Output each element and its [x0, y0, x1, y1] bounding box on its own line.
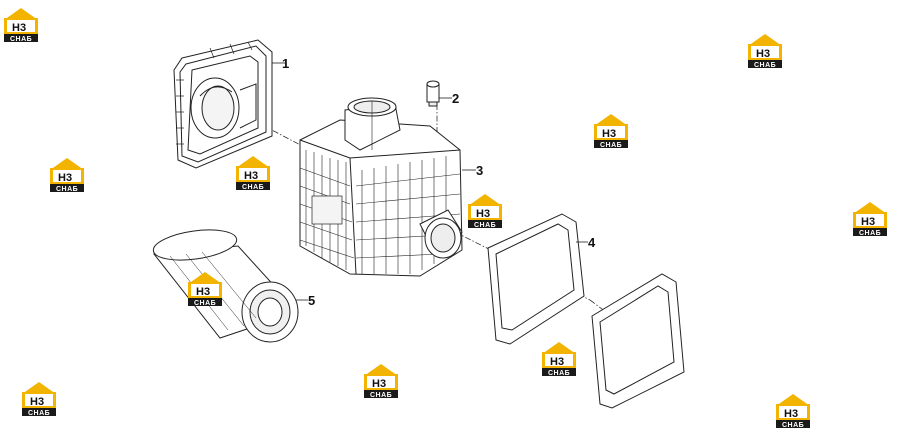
svg-text:СНАБ: СНАБ: [28, 410, 50, 417]
callout-labels: 1 2 3 4 5: [282, 56, 596, 308]
svg-text:СНАБ: СНАБ: [474, 222, 496, 229]
watermark-logo: H3 СНАБ: [22, 382, 56, 417]
svg-text:СНАБ: СНАБ: [194, 300, 216, 307]
part-4-gaskets: [487, 213, 685, 409]
part-2-plug: [426, 80, 452, 107]
part-1-housing-cover: [173, 39, 286, 169]
svg-text:СНАБ: СНАБ: [56, 186, 78, 193]
svg-text:H3: H3: [12, 22, 26, 34]
svg-text:H3: H3: [756, 48, 770, 60]
callout-2: 2: [452, 91, 459, 106]
svg-text:СНАБ: СНАБ: [754, 62, 776, 69]
svg-text:H3: H3: [861, 216, 875, 228]
watermark-logo: H3 СНАБ: [776, 394, 810, 429]
svg-text:СНАБ: СНАБ: [10, 36, 32, 43]
svg-text:СНАБ: СНАБ: [370, 392, 392, 399]
watermark-logo: H3 СНАБ: [236, 156, 270, 191]
watermark-logo: H3 СНАБ: [50, 158, 84, 193]
svg-text:СНАБ: СНАБ: [859, 230, 881, 237]
watermark-logo: H3 СНАБ: [4, 8, 38, 43]
svg-text:H3: H3: [784, 408, 798, 420]
callout-4: 4: [588, 235, 596, 250]
svg-text:H3: H3: [372, 378, 386, 390]
svg-text:H3: H3: [244, 170, 258, 182]
watermark-logo: H3 СНАБ: [364, 364, 398, 399]
watermark-logo: H3 СНАБ: [468, 194, 502, 229]
svg-text:H3: H3: [550, 356, 564, 368]
callout-3: 3: [476, 163, 483, 178]
watermark-logo: H3 СНАБ: [188, 272, 222, 307]
svg-text:H3: H3: [602, 128, 616, 140]
svg-text:H3: H3: [476, 208, 490, 220]
watermarks: H3 СНАБ H3 СНАБ H3 СНАБ H3 СНАБ H3 СНАБ …: [4, 8, 887, 429]
svg-text:H3: H3: [196, 286, 210, 298]
watermark-logo: H3 СНАБ: [594, 114, 628, 149]
watermark-logo: H3 СНАБ: [748, 34, 782, 69]
svg-text:СНАБ: СНАБ: [242, 184, 264, 191]
callout-5: 5: [308, 293, 315, 308]
svg-text:СНАБ: СНАБ: [548, 370, 570, 377]
svg-text:H3: H3: [58, 172, 72, 184]
watermark-logo: H3 СНАБ: [542, 342, 576, 377]
watermark-logo: H3 СНАБ: [853, 202, 887, 237]
svg-text:СНАБ: СНАБ: [782, 422, 804, 429]
svg-text:СНАБ: СНАБ: [600, 142, 622, 149]
part-3-air-cleaner-housing: [299, 97, 476, 277]
svg-text:H3: H3: [30, 396, 44, 408]
part-5-filter-element: [152, 229, 308, 343]
callout-1: 1: [282, 56, 289, 71]
